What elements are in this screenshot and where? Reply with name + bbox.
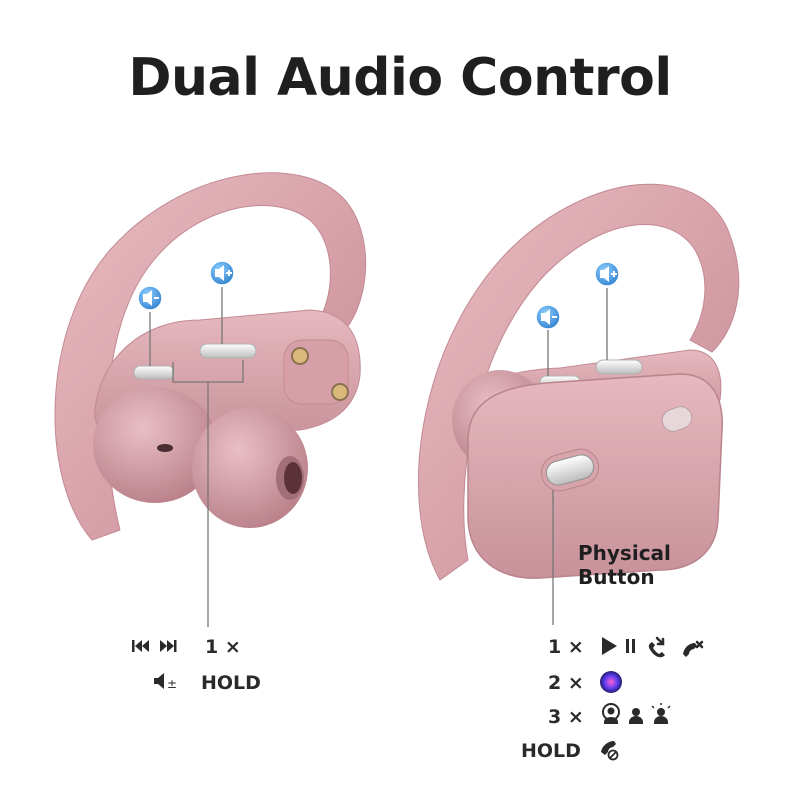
physical-button-label-line2: Button: [578, 565, 655, 589]
physical-button-label-line1: Physical: [578, 541, 671, 565]
charging-pin-icon: [291, 347, 309, 365]
voice-assistant-icon: [600, 671, 622, 693]
left-ear-tip-front: [192, 408, 308, 528]
end-call-icon: [683, 640, 704, 657]
volume-adjust-icon: ±: [154, 673, 177, 691]
right-volume-up-button[interactable]: [595, 359, 643, 375]
volume-up-icon: [209, 260, 235, 286]
page-title: Dual Audio Control: [128, 48, 672, 108]
next-track-icon: [160, 640, 177, 652]
volume-down-button[interactable]: [133, 365, 175, 380]
previous-track-icon: [132, 640, 149, 652]
left-ear-tip: [93, 387, 217, 503]
left-control-hold-label: HOLD: [201, 672, 261, 694]
volume-down-icon: [137, 285, 163, 311]
left-earbud: [54, 172, 367, 541]
answer-call-icon: [648, 636, 665, 658]
microphone-mesh-icon: [661, 406, 693, 432]
physical-button[interactable]: [544, 452, 597, 488]
charging-pin-icon: [331, 383, 349, 401]
right-control-2x-label: 2 ×: [548, 672, 584, 694]
right-volume-down-icon: [535, 304, 561, 330]
right-control-hold-label: HOLD: [521, 740, 581, 762]
ambient-mode-icon: [602, 703, 620, 724]
right-control-3x-label: 3 ×: [548, 706, 584, 728]
right-volume-up-icon: [594, 261, 620, 287]
volume-up-button[interactable]: [199, 343, 257, 359]
right-control-1x-label: 1 ×: [548, 636, 584, 658]
svg-text:±: ±: [167, 677, 177, 691]
right-earbud: [418, 183, 740, 581]
reject-call-icon: [601, 741, 619, 761]
physical-button-label: Physical Button: [578, 541, 671, 589]
normal-mode-icon: [629, 708, 643, 724]
play-pause-icon: [602, 637, 635, 655]
left-control-1x-label: 1 ×: [205, 636, 241, 658]
transparency-mode-icon: [651, 703, 671, 724]
